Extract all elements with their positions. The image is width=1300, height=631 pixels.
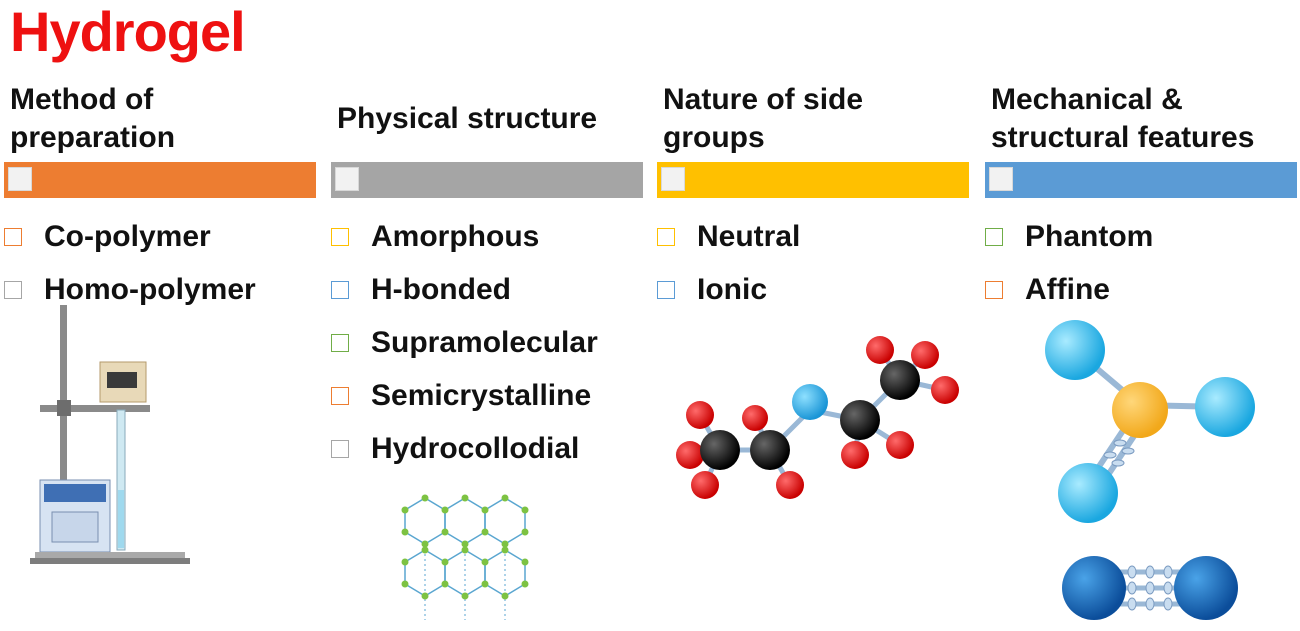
item-list: Neutral Ionic xyxy=(657,210,800,316)
category-bar xyxy=(331,162,643,198)
checkbox-icon xyxy=(657,227,675,246)
item-list: Co-polymer Homo-polymer xyxy=(4,210,256,316)
item-label: H-bonded xyxy=(371,272,511,306)
bar-square-icon xyxy=(8,167,32,191)
item-label: Co-polymer xyxy=(44,219,211,253)
checkbox-icon xyxy=(985,227,1003,246)
item-list: Phantom Affine xyxy=(985,210,1153,316)
item-label: Phantom xyxy=(1025,219,1154,253)
column-method-of-preparation: Method of preparation Co-polymer Homo-po… xyxy=(4,80,316,306)
item-label: Amorphous xyxy=(371,219,540,253)
checkbox-icon xyxy=(331,386,349,405)
list-item: Neutral xyxy=(657,210,800,263)
column-mechanical-structural-features: Mechanical & structural features Phantom… xyxy=(985,80,1297,306)
item-label: Homo-polymer xyxy=(44,272,256,306)
checkbox-icon xyxy=(985,280,1003,299)
list-item: Phantom xyxy=(985,210,1153,263)
checkbox-icon xyxy=(331,439,349,458)
category-bar xyxy=(657,162,969,198)
column-heading: Nature of side groups xyxy=(663,83,864,154)
item-list: Amorphous H-bonded Supramolecular Semicr… xyxy=(331,210,598,475)
honeycomb-network-icon xyxy=(401,494,529,620)
ball-and-stick-molecule-icon xyxy=(676,336,959,499)
item-label: Affine xyxy=(1025,272,1110,306)
checkbox-icon xyxy=(4,227,22,246)
bar-square-icon xyxy=(989,167,1013,191)
dumbbell-crosslink-icon xyxy=(1062,556,1238,620)
list-item: Amorphous xyxy=(331,210,598,263)
list-item: Co-polymer xyxy=(4,210,256,263)
item-label: Semicrystalline xyxy=(371,378,592,412)
checkbox-icon xyxy=(331,227,349,246)
list-item: Affine xyxy=(985,263,1153,316)
column-physical-structure: Physical structure Amorphous H-bonded Su… xyxy=(331,80,643,465)
checkbox-icon xyxy=(657,280,675,299)
item-label: Supramolecular xyxy=(371,325,598,359)
list-item: Semicrystalline xyxy=(331,369,598,422)
item-label: Ionic xyxy=(697,272,768,306)
bar-square-icon xyxy=(661,167,685,191)
crosslink-node-icon xyxy=(1045,320,1255,523)
category-bar xyxy=(4,162,316,198)
item-label: Neutral xyxy=(697,219,801,253)
category-bar xyxy=(985,162,1297,198)
column-heading: Mechanical & structural features xyxy=(991,83,1255,154)
list-item: Supramolecular xyxy=(331,316,598,369)
column-nature-of-side-groups: Nature of side groups Neutral Ionic xyxy=(657,80,969,306)
list-item: Hydrocollodial xyxy=(331,422,598,475)
checkbox-icon xyxy=(331,280,349,299)
bar-square-icon xyxy=(335,167,359,191)
list-item: Ionic xyxy=(657,263,800,316)
column-heading: Method of preparation xyxy=(10,83,176,154)
checkbox-icon xyxy=(4,280,22,299)
column-heading: Physical structure xyxy=(337,102,598,135)
page-title: Hydrogel xyxy=(10,0,246,63)
lab-stand-icon xyxy=(30,305,190,564)
item-label: Hydrocollodial xyxy=(371,431,580,465)
checkbox-icon xyxy=(331,333,349,352)
list-item: H-bonded xyxy=(331,263,598,316)
list-item: Homo-polymer xyxy=(4,263,256,316)
